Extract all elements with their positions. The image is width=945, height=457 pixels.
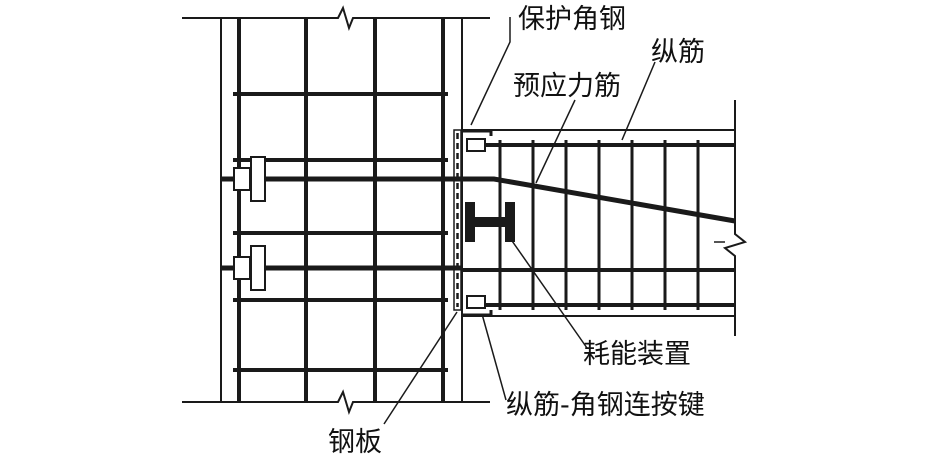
leader-longitudinal-bar bbox=[621, 61, 656, 141]
leader-protective-angle-steel bbox=[470, 17, 511, 126]
anchor-block bbox=[233, 256, 251, 280]
label-protective-angle-steel: 保护角钢 bbox=[518, 4, 626, 35]
label-steel-plate: 钢板 bbox=[328, 427, 382, 457]
label-energy-dissipation-device: 耗能装置 bbox=[583, 339, 691, 370]
leader-lines bbox=[383, 17, 656, 425]
protective-angle-steel bbox=[462, 129, 493, 317]
tendon-anchorages bbox=[233, 156, 266, 291]
anchor-block bbox=[233, 167, 251, 191]
angle-top bbox=[462, 129, 493, 136]
anchor-plate bbox=[250, 245, 266, 291]
column bbox=[182, 5, 490, 416]
label-bar-angle-shear-key: 纵筋-角钢连按键 bbox=[506, 390, 705, 421]
leader-energy-dissipation-device bbox=[509, 237, 588, 349]
shear-key-bottom bbox=[466, 295, 486, 309]
label-longitudinal-bar: 纵筋 bbox=[651, 37, 705, 68]
angle-bottom bbox=[462, 310, 493, 317]
energy-dissipation-device bbox=[465, 202, 515, 242]
leader-prestressed-tendon bbox=[535, 99, 576, 184]
leader-steel-plate bbox=[383, 311, 458, 425]
beam bbox=[462, 100, 748, 336]
leader-bar-angle-shear-key bbox=[481, 313, 507, 401]
shear-key-top bbox=[466, 138, 486, 152]
steel-plate bbox=[453, 129, 462, 311]
label-prestressed-tendon: 预应力筋 bbox=[513, 71, 621, 102]
anchor-plate bbox=[250, 156, 266, 202]
prestressed-tendon-upper bbox=[222, 176, 736, 224]
